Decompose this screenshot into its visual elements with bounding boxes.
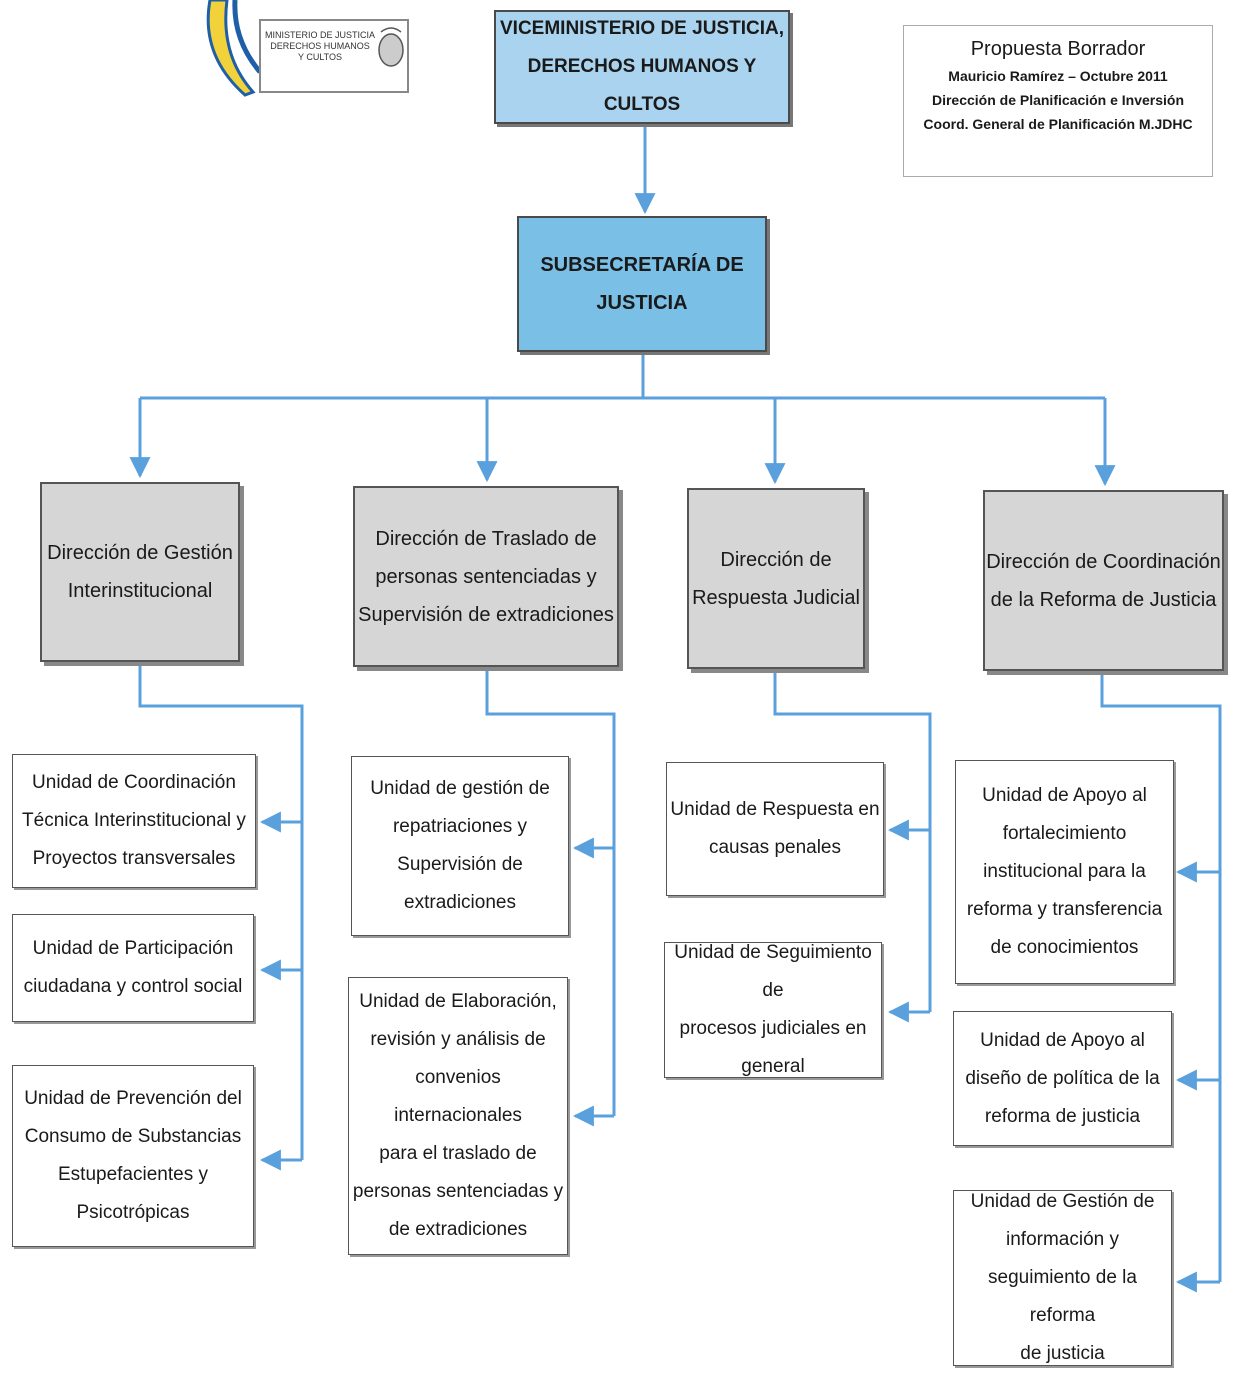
unit-prevencion-consumo: Unidad de Prevención del Consumo de Subs… [12, 1065, 254, 1247]
unit-gestion-informacion: Unidad de Gestión de información y segui… [953, 1190, 1172, 1366]
direction-gestion-interinstitucional: Dirección de Gestión Interinstitucional [40, 482, 240, 662]
viceministry-box: VICEMINISTERIO DE JUSTICIA, DERECHOS HUM… [494, 10, 790, 124]
unit-participacion-ciudadana: Unidad de Participación ciudadana y cont… [12, 914, 254, 1022]
ministry-logo [206, 0, 409, 97]
logo-text: MINISTERIO DE JUSTICIA DERECHOS HUMANOS … [264, 30, 375, 62]
unit-apoyo-diseno-politica: Unidad de Apoyo al diseño de política de… [953, 1011, 1172, 1146]
note-coord: Coord. General de Planificación M.JDHC [923, 116, 1193, 132]
draft-note: Propuesta Borrador Mauricio Ramírez – Oc… [903, 25, 1213, 177]
note-office: Dirección de Planificación e Inversión [931, 92, 1185, 108]
unit-elaboracion-convenios: Unidad de Elaboración, revisión y anális… [348, 977, 568, 1255]
unit-seguimiento-procesos: Unidad de Seguimiento de procesos judici… [664, 942, 882, 1078]
subsecretary-box: SUBSECRETARÍA DE JUSTICIA [517, 216, 767, 352]
direction-respuesta-judicial: Dirección de Respuesta Judicial [687, 488, 865, 669]
direction-traslado-personas: Dirección de Traslado de personas senten… [353, 486, 619, 667]
direction-reforma-justicia: Dirección de Coordinación de la Reforma … [983, 490, 1224, 671]
note-author: Mauricio Ramírez – Octubre 2011 [948, 68, 1168, 84]
unit-apoyo-fortalecimiento: Unidad de Apoyo al fortalecimiento insti… [955, 760, 1174, 984]
unit-gestion-repatriaciones: Unidad de gestión de repatriaciones y Su… [351, 756, 569, 936]
note-title: Propuesta Borrador [970, 38, 1146, 60]
coat-of-arms-icon [378, 27, 404, 67]
unit-respuesta-causas-penales: Unidad de Respuesta en causas penales [666, 762, 884, 896]
unit-coordinacion-tecnica: Unidad de Coordinación Técnica Interinst… [12, 754, 256, 888]
